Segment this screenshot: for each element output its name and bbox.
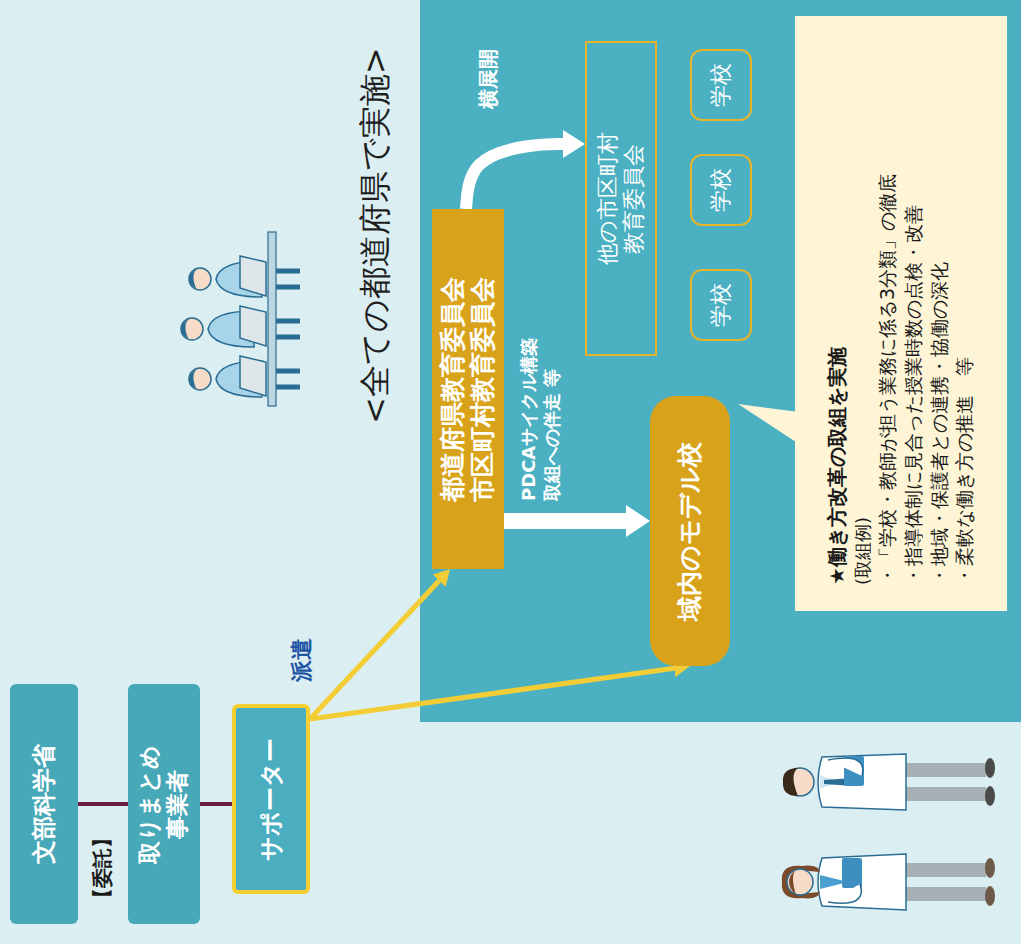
contract-label: 【委託】 (90, 828, 115, 908)
panel-ground (420, 0, 1021, 722)
school-box: 学校 (690, 269, 752, 341)
contractor-box: 取りまとめ 事業者 (128, 684, 200, 924)
seated-person (181, 306, 300, 347)
edge-label: PDCAサイクル構築 取組への伴走 等 (518, 291, 563, 501)
box-title: 他の市区町村 教育委員会 (595, 124, 648, 274)
supporter-figure (782, 854, 995, 910)
box-title: サポーター (257, 738, 286, 861)
box-title: 文部科学省 (30, 744, 59, 864)
board-box: 都道府県教育委員会 市区町村教育委員会 (432, 209, 504, 569)
supporter-box: サポーター (232, 704, 310, 894)
callout-bullet: ・柔軟な働き方の推進 等 (952, 357, 978, 585)
staff-illustration (181, 232, 300, 406)
seated-person (189, 356, 300, 397)
prefecture-panel: <全ての都道府県で実施>都道府県教育委員会 市区町村教育委員会域内のモデル校他の… (420, 0, 1021, 722)
ministry-box: 文部科学省 (10, 684, 78, 924)
panel-title: <全ての都道府県で実施> (356, 47, 394, 424)
other-board-box: 他の市区町村 教育委員会 (585, 41, 657, 356)
school-box: 学校 (690, 49, 752, 121)
callout-heading: ★働き方改革の取組を実施 (824, 347, 851, 585)
box-title: 域内のモデル校 (675, 442, 705, 621)
connector-line (200, 802, 232, 806)
box-title: 学校 (708, 168, 734, 212)
model-school-box: 域内のモデル校 (650, 396, 730, 666)
callout-bullet: ・「学校・教師が担う業務に係る3分類」の徹底 (875, 174, 901, 585)
example-callout: ★働き方改革の取組を実施(取組例)・「学校・教師が担う業務に係る3分類」の徹底・… (795, 16, 1007, 611)
connector-line (78, 802, 128, 806)
callout-note: (取組例) (851, 517, 875, 585)
callout-bullet: ・指導体制に見合った授業時数の点検・改善 (901, 205, 927, 585)
supporter-figure (783, 754, 995, 810)
box-title: 都道府県教育委員会 市区町村教育委員会 (438, 239, 498, 539)
seated-person (189, 256, 300, 297)
connector-line (504, 513, 626, 529)
callout-pointer (738, 404, 799, 444)
box-title: 学校 (708, 63, 734, 107)
connector-line (310, 668, 674, 719)
box-title: 学校 (708, 283, 734, 327)
connector-line (310, 581, 439, 719)
box-title: 取りまとめ 事業者 (136, 729, 191, 879)
connector-line (466, 144, 563, 209)
school-box: 学校 (690, 154, 752, 226)
dispatch-label: 派遣 (288, 638, 316, 682)
desk (268, 232, 276, 406)
edge-label: 横展開 (476, 19, 501, 109)
callout-bullet: ・地域・保護者との連携・協働の深化 (927, 262, 953, 585)
